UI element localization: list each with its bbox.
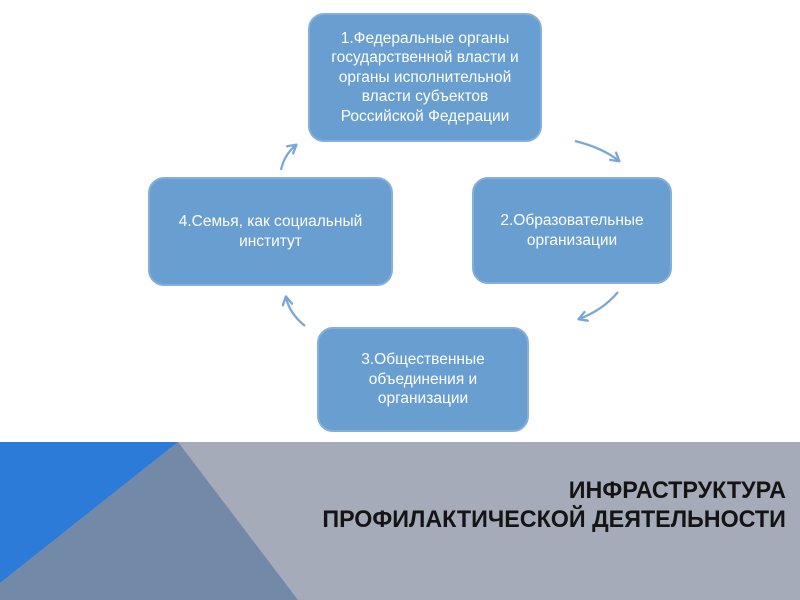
footer-band: ИНФРАСТРУКТУРА ПРОФИЛАКТИЧЕСКОЙ ДЕЯТЕЛЬН… [0, 442, 800, 600]
cycle-node-label: 3.Общественные объединения и организации [361, 351, 485, 408]
footer-band-shapes [0, 442, 800, 600]
cycle-node-public-associations: 3.Общественные объединения и организации [317, 327, 529, 432]
slide-title-line-1: ИНФРАСТРУКТУРА [568, 477, 786, 504]
cycle-node-family: 4.Семья, как социальный институт [148, 177, 393, 286]
cycle-node-label: 1.Федеральные органы государственной вла… [331, 29, 519, 125]
cycle-node-label: 4.Семья, как социальный институт [178, 212, 363, 250]
slide-title-line-2: ПРОФИЛАКТИЧЕСКОЙ ДЕЯТЕЛЬНОСТИ [322, 506, 786, 533]
arrow-1-to-2-icon [574, 139, 621, 163]
cycle-node-label: 2.Образовательные организации [500, 211, 644, 249]
band-slate-triangle [0, 442, 298, 600]
cycle-node-federal-bodies: 1.Федеральные органы государственной вла… [308, 13, 542, 142]
arrow-4-to-1-icon [279, 143, 298, 171]
cycle-node-educational-orgs: 2.Образовательные организации [472, 177, 672, 284]
arrow-2-to-3-icon [577, 291, 619, 322]
slide-title: ИНФРАСТРУКТУРА ПРОФИЛАКТИЧЕСКОЙ ДЕЯТЕЛЬН… [322, 476, 786, 534]
arrow-3-to-4-icon [281, 295, 306, 327]
